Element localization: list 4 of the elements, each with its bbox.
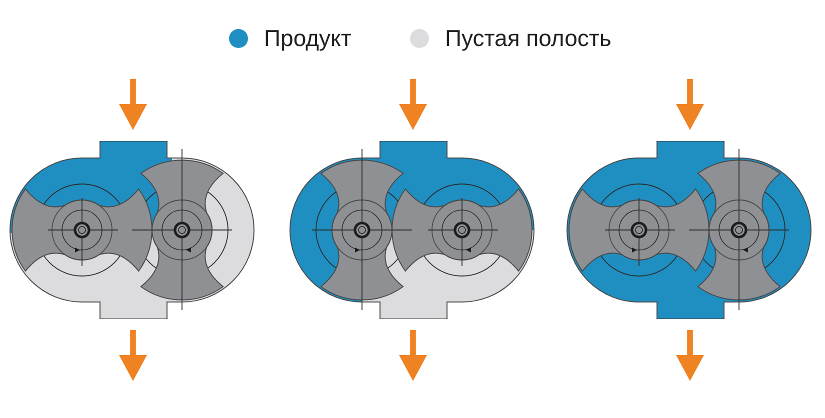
lobe-pump-drawing [288,141,536,319]
legend-label: Пустая полость [445,25,612,51]
lobe-pump-drawing [8,141,256,319]
legend-label: Продукт [264,25,352,51]
